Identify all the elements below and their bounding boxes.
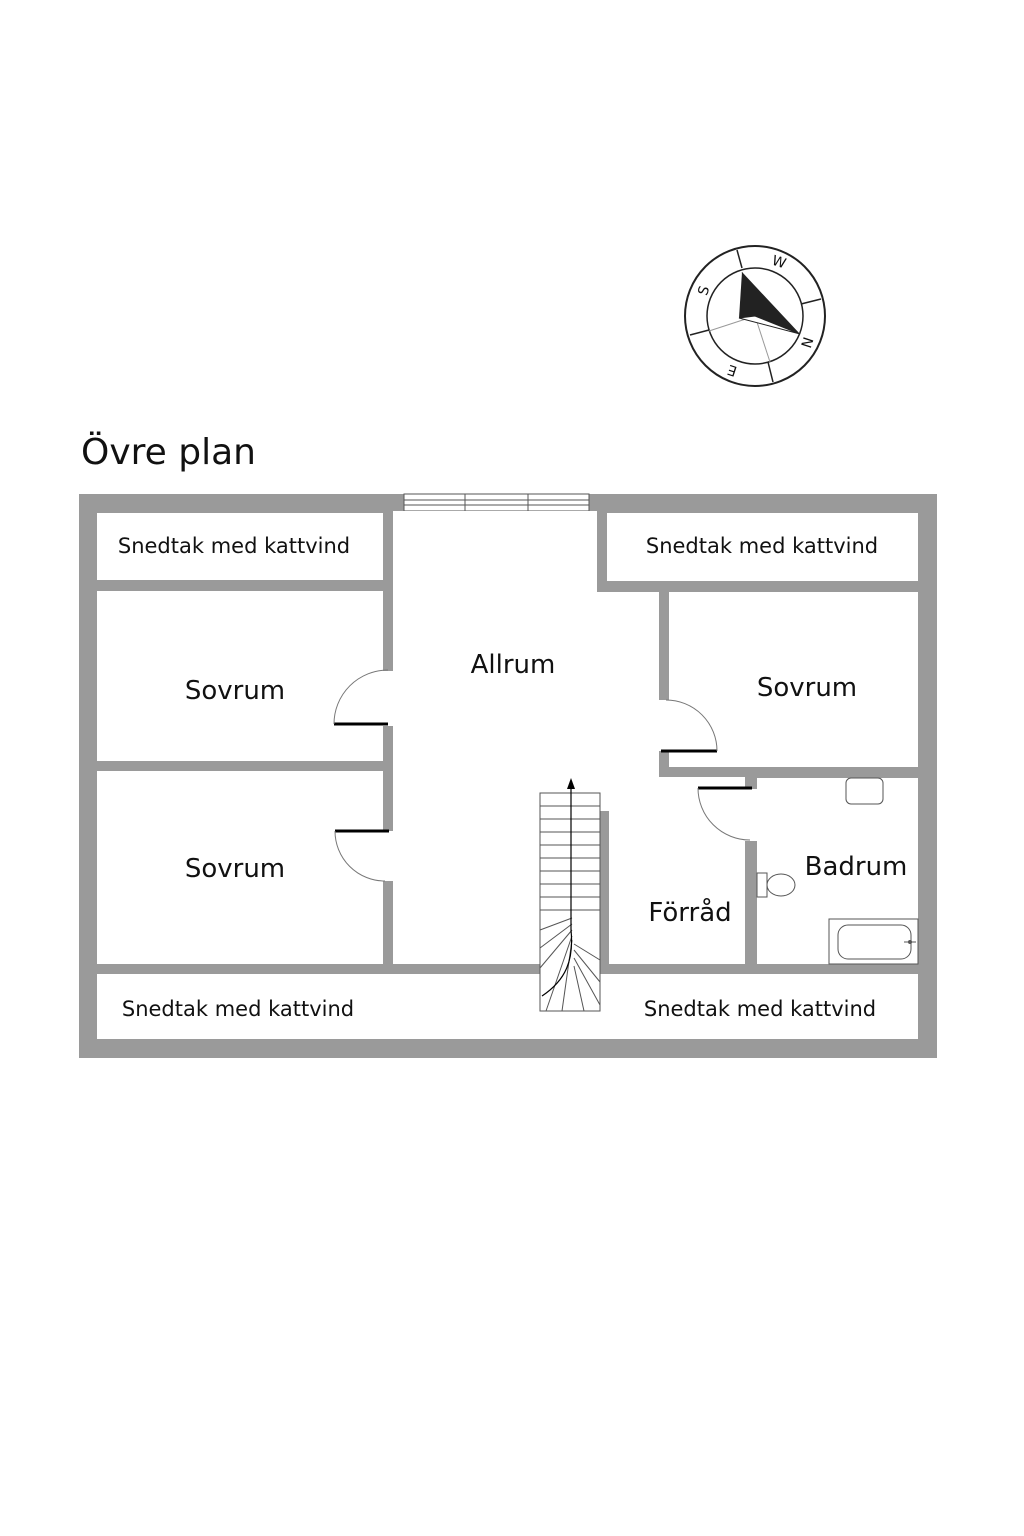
plan-title: Övre plan — [81, 432, 256, 473]
staircase — [539, 778, 601, 1012]
label-attic-bottom-left: Snedtak med kattvind — [122, 997, 354, 1021]
label-bedroom-lower-left: Sovrum — [185, 854, 285, 884]
label-bathroom: Badrum — [805, 852, 908, 882]
bathtub-icon — [828, 918, 919, 965]
label-storage: Förråd — [648, 897, 731, 928]
compass: S W N E — [684, 245, 826, 387]
room-bedroom-upper-left — [97, 591, 383, 761]
window — [403, 493, 590, 512]
door-bedroom-lower-left — [334, 829, 389, 882]
sink-icon — [845, 777, 884, 805]
door-bedroom-right — [661, 699, 718, 753]
label-bedroom-upper-left: Sovrum — [185, 676, 285, 706]
room-attic-top-right — [607, 513, 918, 581]
label-bedroom-right: Sovrum — [757, 673, 857, 703]
room-attic-bottom — [97, 974, 918, 1039]
label-attic-bottom-right: Snedtak med kattvind — [644, 997, 876, 1021]
room-bedroom-lower-left — [97, 771, 383, 964]
room-bedroom-right — [669, 592, 918, 767]
label-attic-top-left: Snedtak med kattvind — [118, 534, 350, 558]
toilet-icon — [756, 872, 796, 898]
compass-north: N — [797, 335, 815, 350]
door-bathroom — [697, 786, 752, 841]
door-bedroom-upper-left — [333, 669, 389, 726]
label-attic-top-right: Snedtak med kattvind — [646, 534, 878, 558]
room-attic-top-left — [97, 513, 383, 580]
room-living — [393, 511, 745, 974]
stair-arrow-icon — [567, 778, 575, 789]
label-living: Allrum — [471, 650, 556, 680]
compass-west: W — [770, 253, 788, 273]
